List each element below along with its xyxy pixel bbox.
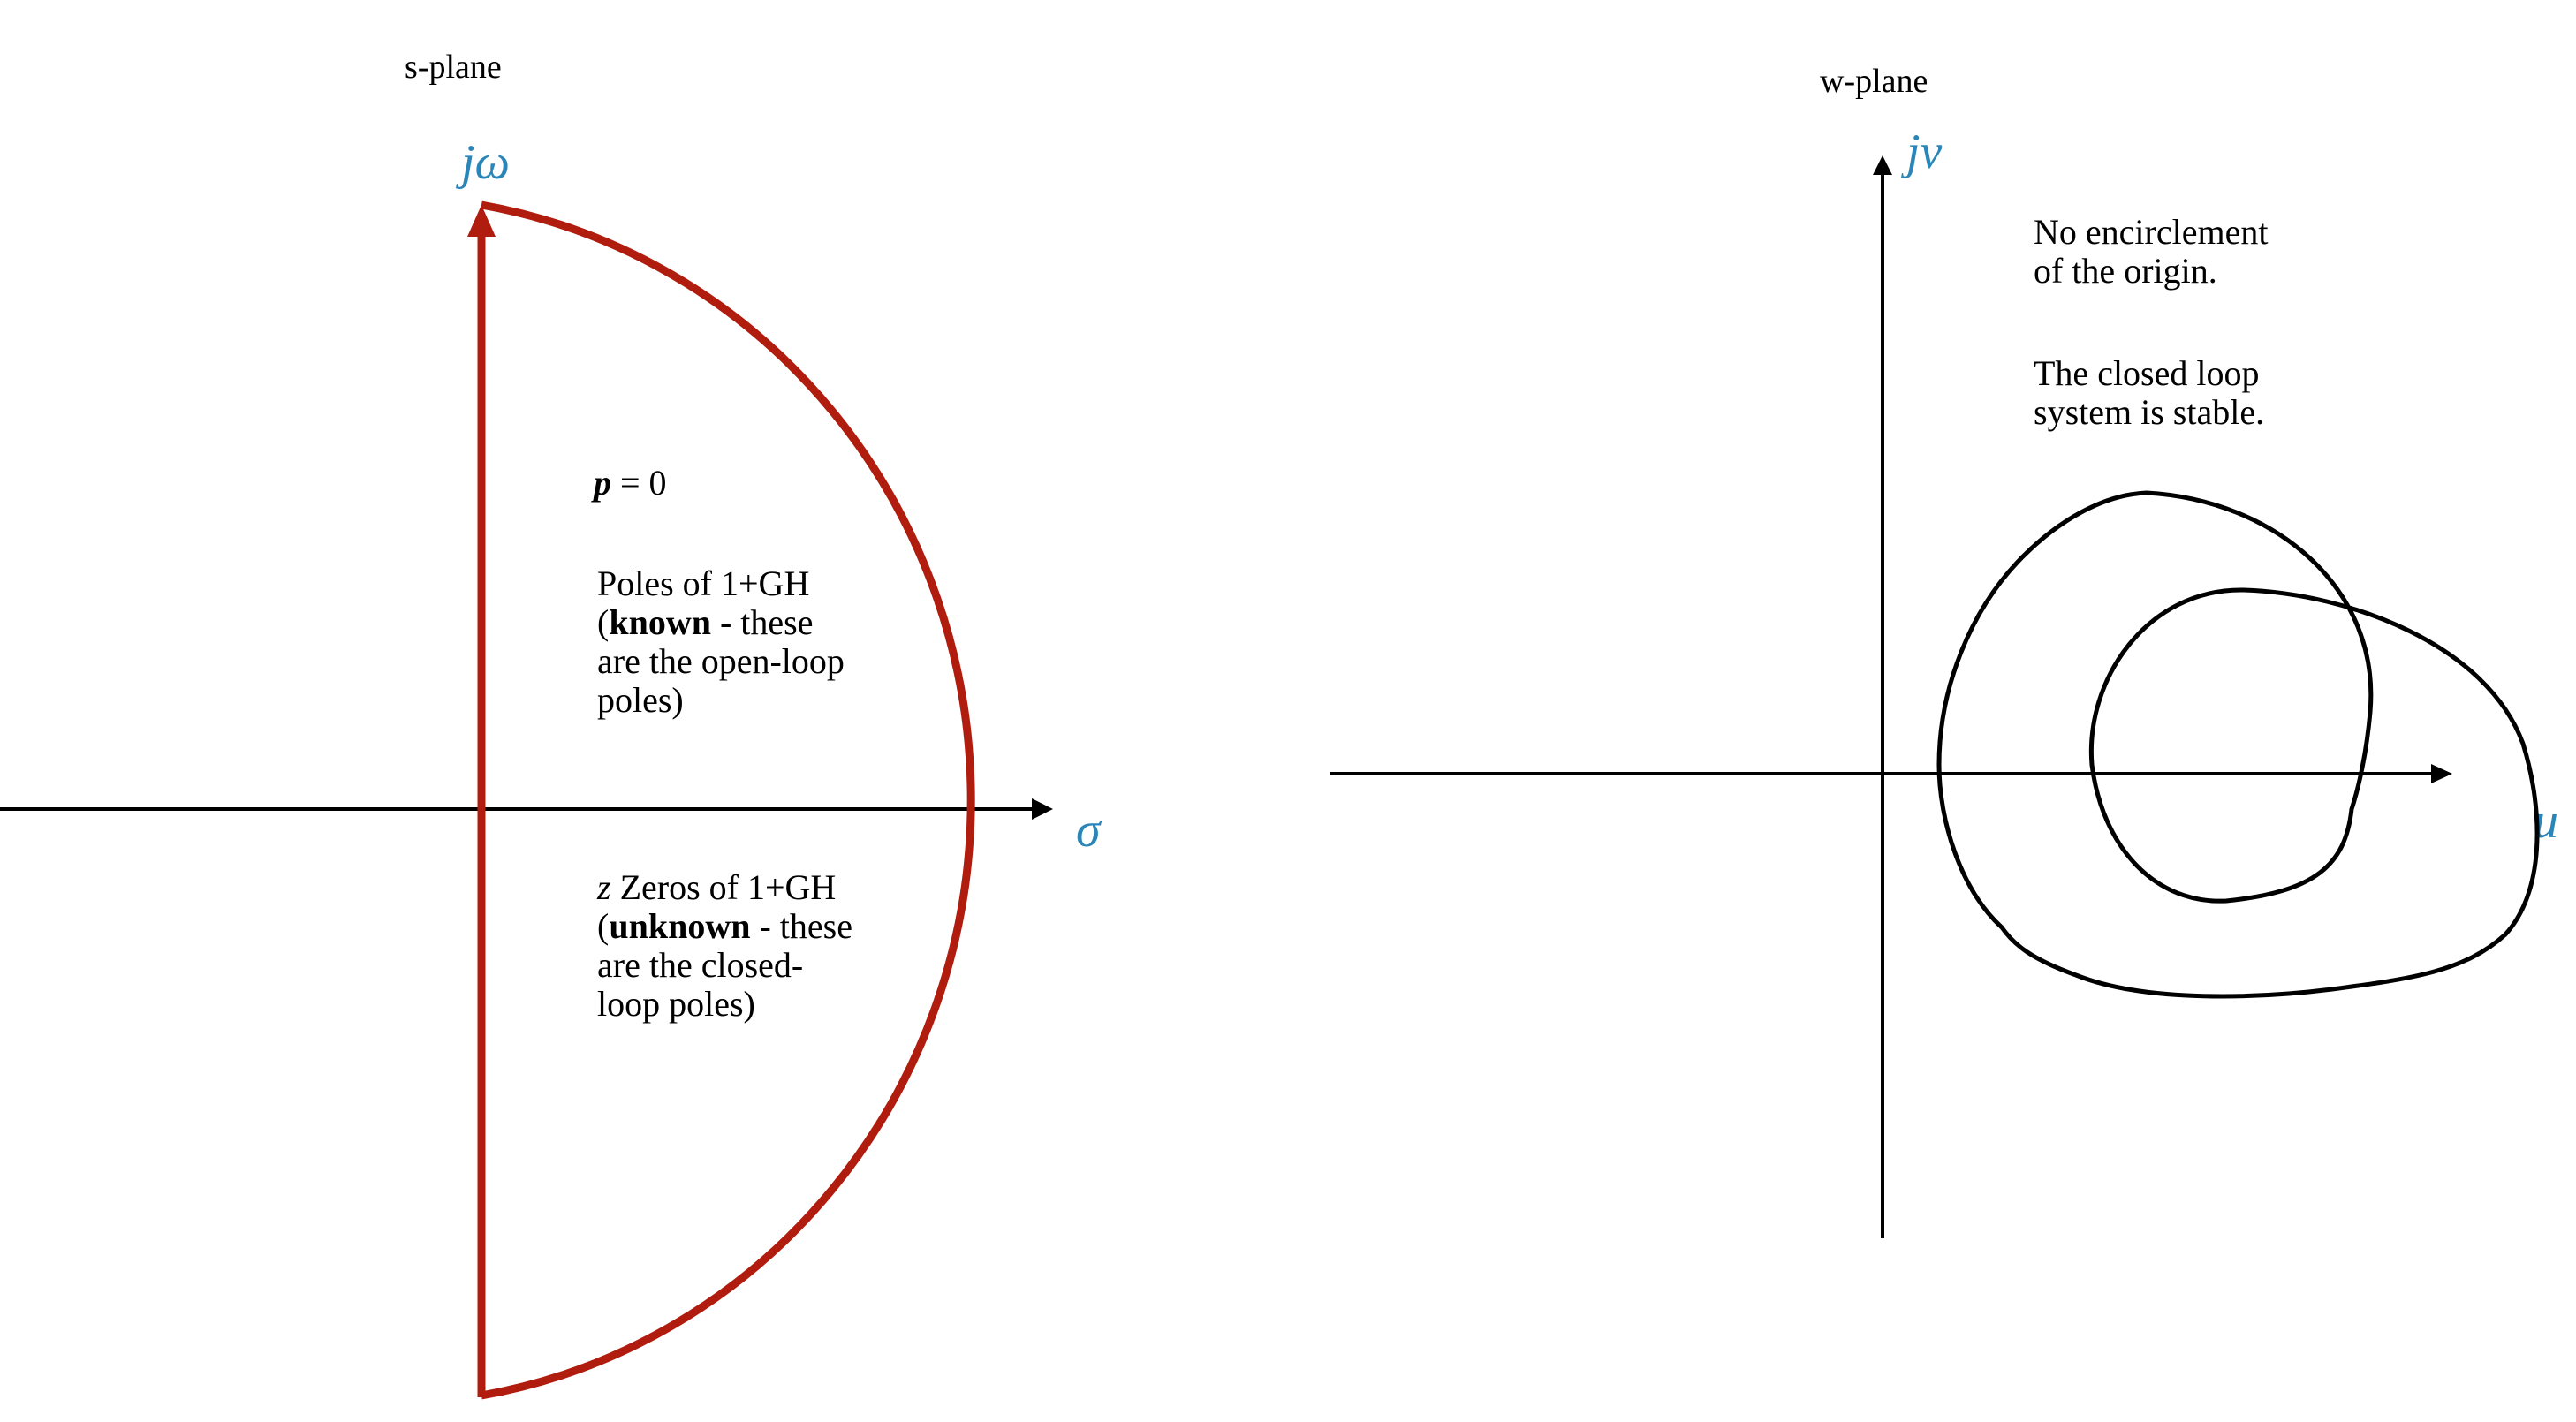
stability-note-line-1: The closed loop (2034, 353, 2260, 393)
poles-line-4: poles) (597, 680, 684, 720)
p-equation: p = 0 (591, 463, 667, 503)
s-plane-real-axis-label: σ (1076, 803, 1102, 858)
p-value: = 0 (611, 463, 667, 503)
zeros-line-1-rest: Zeros of 1+GH (611, 867, 837, 907)
stability-note: The closed loop system is stable. (2034, 353, 2264, 432)
w-plane-imaginary-axis-arrowhead (1873, 155, 1892, 175)
w-plane-title: w-plane (1820, 63, 1928, 100)
zeros-description: z Zeros of 1+GH (unknown - these are the… (596, 867, 852, 1024)
zeros-line-4: loop poles) (597, 984, 755, 1024)
poles-description: Poles of 1+GH (known - these are the ope… (597, 564, 845, 720)
poles-line-2-rest: - these (711, 602, 814, 642)
encirclement-note: No encirclement of the origin. (2034, 212, 2268, 291)
w-plane-real-axis-arrowhead (2431, 764, 2452, 783)
zeros-line-2-open: ( (597, 906, 609, 946)
nyquist-contour-arrowhead (467, 205, 496, 237)
poles-line-2: (known - these (597, 602, 813, 642)
s-plane: s-plane jω σ p = 0 Poles of 1+GH (known … (0, 49, 1102, 1400)
encirclement-note-line-2: of the origin. (2034, 251, 2217, 291)
poles-line-2-open: ( (597, 602, 609, 642)
nyquist-contour-semicircle (481, 200, 975, 1400)
s-plane-imaginary-axis-label: jω (456, 135, 510, 190)
stability-note-line-2: system is stable. (2034, 392, 2264, 432)
s-plane-title: s-plane (405, 49, 502, 86)
p-symbol: p (591, 463, 611, 503)
w-plane-imaginary-axis-label: jv (1901, 125, 1943, 179)
z-symbol: z (596, 867, 611, 907)
poles-line-3: are the open-loop (597, 641, 845, 681)
zeros-line-2-rest: - these (750, 906, 852, 946)
s-plane-real-axis-arrowhead (1032, 798, 1053, 820)
nyquist-plot-curve (1936, 490, 2540, 999)
poles-line-1: Poles of 1+GH (597, 564, 809, 603)
zeros-line-1: z Zeros of 1+GH (596, 867, 836, 907)
zeros-line-2: (unknown - these (597, 906, 852, 946)
zeros-line-3: are the closed- (597, 945, 803, 985)
poles-known-word: known (609, 602, 711, 642)
w-plane: w-plane jv u No encirclement of the orig… (1330, 63, 2558, 1238)
encirclement-note-line-1: No encirclement (2034, 212, 2268, 252)
zeros-unknown-word: unknown (609, 906, 750, 946)
